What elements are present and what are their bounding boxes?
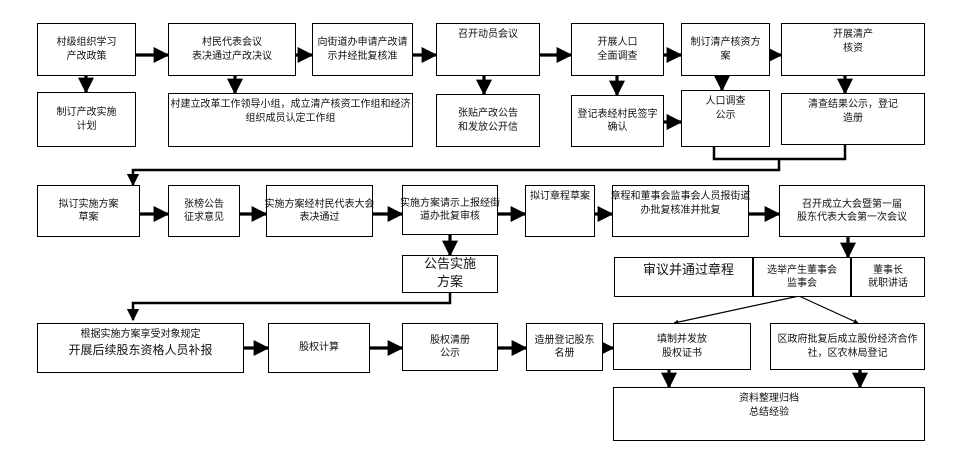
- node-draft-charter: 拟订章程草案: [525, 185, 595, 237]
- node-charter-board-approval: 章程和董事会监事会人员报街道办批复核准并批复: [611, 185, 751, 237]
- node-equity-register-publicity: 股权清册公示: [402, 323, 498, 371]
- node-village-study-policy: 村级组织学习产改政策: [37, 23, 136, 76]
- arrow-23-29: [673, 295, 800, 325]
- node-reform-implementation-plan: 制订产改实施计划: [37, 92, 136, 147]
- arrow-21-25: [126, 293, 452, 322]
- node-plan-approved-by-representatives: 实施方案经村民代表大会表决通过: [265, 185, 375, 237]
- node-issue-equity-certificates: 填制并发放股权证书: [613, 323, 751, 370]
- node-chairman-speech: 董事长就职讲话: [851, 257, 925, 297]
- node-verification-results-registry: 清查结果公示，登记造册: [781, 93, 925, 145]
- node-equity-calculation: 股权计算: [268, 323, 370, 373]
- node-post-notice-open-letter: 张贴产改公告和发放公开信: [436, 94, 540, 147]
- node-asset-verification-plan: 制订清产核资方案: [681, 23, 770, 76]
- node-public-comment: 张榜公告征求意见: [168, 185, 240, 237]
- node-establish-cooperative-registration: 区政府批复后成立股份经济合作社，区农林局登记: [770, 323, 925, 370]
- node-villager-sign-confirm: 登记表经村民签字确认: [571, 95, 664, 147]
- node-announce-implementation-plan: 公告实施方案: [402, 255, 498, 293]
- node-representatives-vote-resolution: 村民代表会议表决通过产改决议: [168, 23, 296, 76]
- node-apply-to-subdistrict: 向街道办申请产改请示并经批复核准: [312, 23, 413, 76]
- node-elect-board-supervisors: 选举产生董事会监事会: [753, 257, 851, 297]
- node-draft-implementation-plan: 拟订实施方案草案: [37, 185, 140, 237]
- merge-connector: [712, 145, 847, 161]
- arrow-23-30: [798, 295, 859, 324]
- arrow-to-row2: [126, 159, 781, 187]
- node-founding-meeting: 召开成立大会暨第一届股东代表大会第一次会议: [779, 185, 925, 237]
- node-supplementary-shareholder-registration: 根据实施方案享受对象规定开展后续股东资格人员补报: [37, 323, 244, 373]
- node-population-survey-publicity: 人口调查公示: [681, 90, 770, 147]
- node-mobilization-meeting: 召开动员会议: [436, 23, 540, 76]
- node-archive-summarize: 资料整理归档总结经验: [613, 387, 925, 441]
- node-leadership-working-groups: 村建立改革工作领导小组，成立清产核资工作组和经济组织成员认定工作组: [168, 93, 413, 147]
- node-asset-verification: 开展清产核资: [781, 23, 925, 76]
- node-population-survey: 开展人口全面调查: [571, 23, 664, 76]
- node-shareholder-roster: 造册登记股东名册: [526, 323, 603, 371]
- node-plan-submitted-for-approval: 实施方案请示上报经街道办批复审核: [400, 185, 500, 235]
- node-review-approve-charter: 审议并通过章程: [614, 257, 753, 297]
